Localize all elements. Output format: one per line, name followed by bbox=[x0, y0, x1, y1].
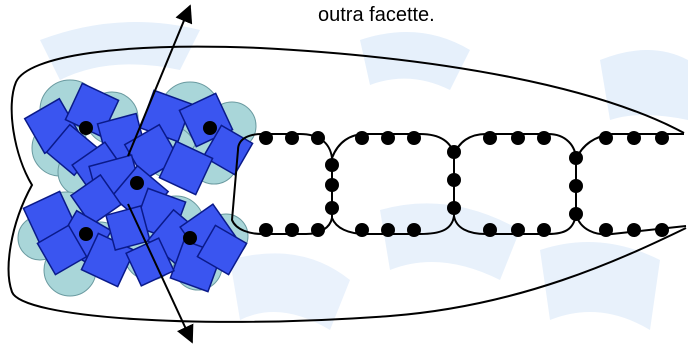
node-dot bbox=[655, 223, 669, 237]
node-dot bbox=[355, 223, 369, 237]
node-dot bbox=[183, 231, 197, 245]
node-dot bbox=[511, 223, 525, 237]
node-dot bbox=[537, 223, 551, 237]
caption-text: outra facette. bbox=[318, 4, 435, 26]
diamond-tile bbox=[158, 140, 214, 196]
node-dot bbox=[483, 131, 497, 145]
node-dot bbox=[569, 207, 583, 221]
node-dot bbox=[447, 173, 461, 187]
outer-envelope bbox=[7, 45, 687, 323]
background-watermark bbox=[40, 22, 688, 330]
node-dot bbox=[381, 131, 395, 145]
node-dot bbox=[203, 121, 217, 135]
node-dot bbox=[627, 223, 641, 237]
chain-cell-4 bbox=[575, 133, 687, 236]
node-dots bbox=[79, 121, 669, 245]
node-dot bbox=[325, 201, 339, 215]
node-dot bbox=[407, 223, 421, 237]
node-dot bbox=[79, 227, 93, 241]
node-dot bbox=[599, 131, 613, 145]
node-dot bbox=[627, 131, 641, 145]
diamond-tile bbox=[196, 224, 248, 276]
diamond-tile bbox=[36, 224, 88, 276]
diamond-tile bbox=[105, 205, 151, 251]
node-dot bbox=[325, 178, 339, 192]
node-dot bbox=[355, 131, 369, 145]
node-dot bbox=[569, 151, 583, 165]
arrow-down-right-icon bbox=[127, 203, 194, 344]
node-dot bbox=[325, 158, 339, 172]
node-dot bbox=[285, 131, 299, 145]
node-dot bbox=[447, 145, 461, 159]
node-dot bbox=[537, 131, 551, 145]
node-dot bbox=[311, 223, 325, 237]
node-dot bbox=[285, 223, 299, 237]
diamond-tile bbox=[202, 124, 254, 176]
node-dot bbox=[569, 179, 583, 193]
node-dot bbox=[130, 176, 144, 190]
node-dot bbox=[381, 223, 395, 237]
node-dot bbox=[447, 201, 461, 215]
node-dot bbox=[655, 131, 669, 145]
node-dot bbox=[483, 223, 497, 237]
node-dot bbox=[511, 131, 525, 145]
node-dot bbox=[311, 131, 325, 145]
node-dot bbox=[79, 121, 93, 135]
node-dot bbox=[599, 223, 613, 237]
diamond-tile bbox=[125, 237, 175, 287]
node-dot bbox=[407, 131, 421, 145]
arrow-up-right-icon bbox=[127, 4, 193, 157]
node-dot bbox=[259, 223, 273, 237]
node-dot bbox=[259, 131, 273, 145]
diamond-cluster bbox=[22, 82, 254, 293]
